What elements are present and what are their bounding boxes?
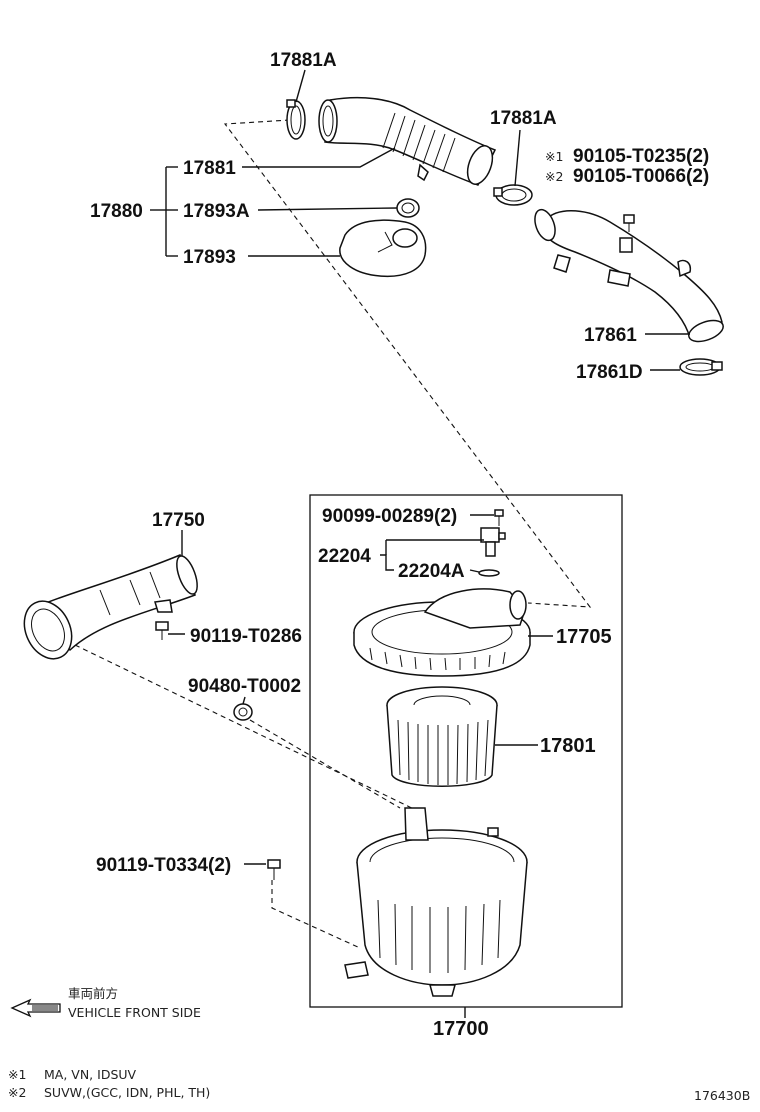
resonator-17893 <box>339 219 427 278</box>
mark-1: ※1 <box>545 149 563 164</box>
clamp-17861D <box>679 358 723 376</box>
sensor-22204 <box>480 527 506 557</box>
inlet-duct-17750 <box>23 554 198 660</box>
hose-clamp-17881A-top <box>286 99 306 140</box>
bolt-90119-T0286 <box>155 621 169 640</box>
footnote-1-text: MA, VN, IDSUV <box>44 1067 137 1082</box>
hose-clamp-17881A-right <box>493 184 533 206</box>
label-22204A: 22204A <box>398 561 465 582</box>
part-labels: 17881A 17881A 17881 17880 17893A 17893 ※… <box>90 50 709 1040</box>
footnotes: ※1 MA, VN, IDSUV ※2 SUVW,(GCC, IDN, PHL,… <box>8 1067 210 1100</box>
label-17893A: 17893A <box>183 201 250 222</box>
label-17880: 17880 <box>90 201 143 222</box>
direction-en: VEHICLE FRONT SIDE <box>68 1005 201 1020</box>
footnote-2-text: SUVW,(GCC, IDN, PHL, TH) <box>44 1085 210 1100</box>
direction-jp: 車両前方 <box>68 986 118 1001</box>
bolt-90105 <box>623 214 635 232</box>
grommet-90480 <box>233 703 253 721</box>
intake-hose-17881 <box>318 96 497 186</box>
label-17705: 17705 <box>556 626 612 648</box>
label-90105-T0066: 90105-T0066(2) <box>573 166 709 187</box>
label-17861: 17861 <box>584 325 637 346</box>
label-17893: 17893 <box>183 247 236 268</box>
cleaner-cap-17705 <box>353 588 531 677</box>
label-90099-00289: 90099-00289(2) <box>322 506 457 527</box>
air-cleaner-assembly-box <box>309 494 623 1008</box>
label-17881A-right: 17881A <box>490 108 557 129</box>
screw-90099 <box>494 509 504 526</box>
label-90119-T0334: 90119-T0334(2) <box>96 855 231 876</box>
filter-element-17801 <box>386 686 498 787</box>
label-17881A-top: 17881A <box>270 50 337 71</box>
o-ring-22204A <box>478 569 500 577</box>
label-17750: 17750 <box>152 510 205 531</box>
label-17881: 17881 <box>183 158 236 179</box>
label-22204: 22204 <box>318 546 371 567</box>
bolt-90119-T0334 <box>267 859 281 880</box>
label-90480-T0002: 90480-T0002 <box>188 676 301 697</box>
mark-2: ※2 <box>545 169 563 184</box>
air-cleaner-case-17700 <box>344 807 528 997</box>
footnote-2-mark: ※2 <box>8 1085 26 1100</box>
label-90105-T0235: 90105-T0235(2) <box>573 146 709 167</box>
figure-id: 176430B <box>694 1088 750 1103</box>
label-17861D: 17861D <box>576 362 643 383</box>
label-17700: 17700 <box>433 1018 489 1040</box>
leader-lines <box>150 69 690 1018</box>
intake-pipe-17861 <box>534 208 724 343</box>
clamp-17893A <box>396 198 420 218</box>
vehicle-front-indicator: 車両前方 VEHICLE FRONT SIDE <box>10 986 201 1020</box>
dashed-guides <box>74 119 592 949</box>
footnote-1-mark: ※1 <box>8 1067 26 1082</box>
label-17801: 17801 <box>540 735 596 757</box>
label-90119-T0286: 90119-T0286 <box>190 626 302 647</box>
